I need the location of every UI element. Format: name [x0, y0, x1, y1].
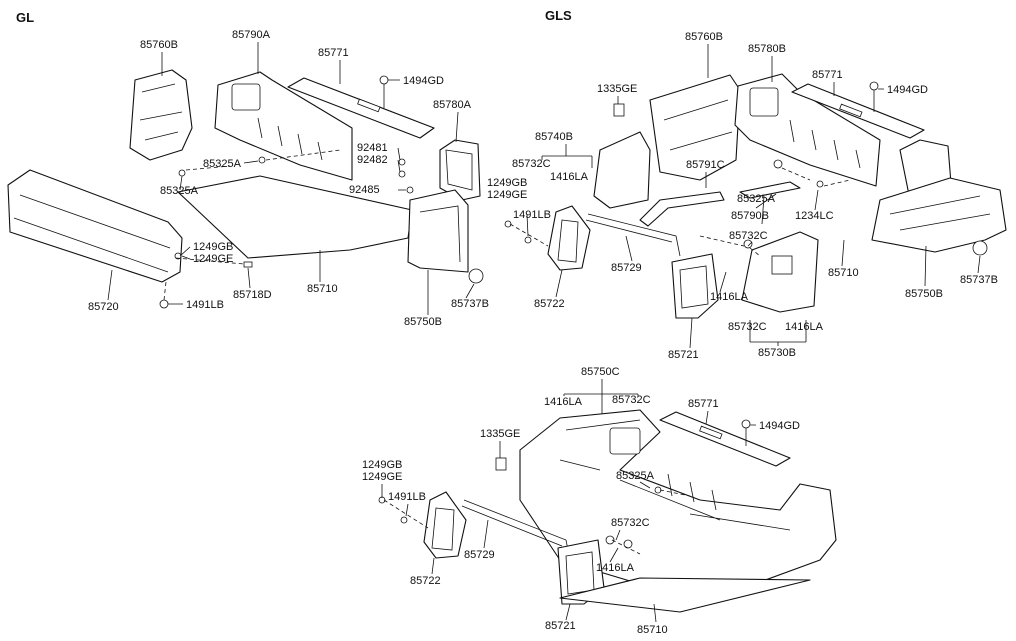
gls-bottom-label: 85750C [581, 366, 620, 378]
gl-label: 85325A [203, 158, 242, 170]
gls-top-label: 85737B [960, 274, 998, 286]
gl-label: 85737B [451, 298, 489, 310]
gl-rear-side-panel-shape [407, 189, 469, 273]
gls-bottom-label: 85732C [612, 394, 651, 406]
gls-bottom-label: 85729 [464, 549, 495, 561]
gl-floor-mat-shape [177, 175, 413, 259]
gl-label: 1494GD [403, 75, 444, 87]
gls-top-illustration: 85760B 85780B 85771 1494GD 1335GE 85740B… [487, 31, 1007, 361]
gls-top-left-trim-shape [593, 131, 651, 209]
gls-bottom-label: 1416LA [596, 562, 635, 574]
gls-bottom-label: 85732C [611, 517, 650, 529]
gls-bottom-floor-mat-shape [559, 577, 811, 613]
gls-top-label: 85750B [905, 288, 943, 300]
gls-top-label: 1249GE [487, 189, 527, 201]
gl-label: 1249GB [193, 241, 233, 253]
gl-label: 85760B [140, 39, 178, 51]
gls-bottom-label: 85325A [616, 470, 655, 482]
gls-top-label: 85790B [731, 210, 769, 222]
gls-top-front-handle-shape [547, 205, 591, 271]
gl-label: 85718D [233, 289, 272, 301]
gl-label: 92482 [357, 154, 388, 166]
gl-label: 85710 [307, 283, 338, 295]
gls-bottom-label: 85722 [410, 575, 441, 587]
gls-top-bracket-shape [739, 181, 801, 199]
gl-label: 92481 [357, 142, 388, 154]
gls-bottom-label: 1335GE [480, 428, 520, 440]
gls-top-rear-handle-shape [671, 253, 719, 319]
gls-bottom-front-handle-shape [423, 491, 467, 559]
gls-bottom-label: 1249GE [362, 471, 402, 483]
gls-top-label: 1335GE [597, 83, 637, 95]
gl-label: 85790A [232, 29, 271, 41]
gls-top-label: 1491LB [513, 209, 551, 221]
gl-corner-trim-shape [129, 69, 193, 161]
gls-bottom-label: 1249GB [362, 459, 402, 471]
gls-top-label: 1416LA [785, 321, 824, 333]
gls-top-corner-trim-shape [649, 74, 741, 181]
gls-bottom-label: 1416LA [544, 396, 583, 408]
gls-top-cable-shape [639, 191, 725, 227]
gls-section-title: GLS [545, 8, 572, 23]
gl-label: 85780A [433, 99, 472, 111]
gl-label: 85750B [404, 316, 442, 328]
gls-top-label: 85771 [812, 69, 843, 81]
gl-label: 85720 [88, 301, 119, 313]
gls-bottom-label: 85771 [688, 398, 719, 410]
gls-top-label: 85780B [748, 43, 786, 55]
gl-back-panel-shape [439, 139, 481, 201]
gls-bottom-label: 85710 [637, 624, 668, 636]
gls-bottom-label: 85721 [545, 620, 576, 632]
gl-label: 85771 [318, 47, 349, 59]
gl-sill-plate-shape [287, 77, 435, 139]
gl-section-title: GL [16, 10, 34, 25]
gls-top-label: 85732C [512, 158, 551, 170]
gl-label: 85325A [160, 185, 199, 197]
gls-top-label: 1234LC [795, 210, 834, 222]
gl-label: 1249GE [193, 253, 233, 265]
gls-top-label: 1249GB [487, 177, 527, 189]
gls-top-label: 85325A [737, 193, 776, 205]
gls-top-rear-side-panel-shape [871, 177, 1007, 253]
gls-top-label: 85710 [828, 267, 859, 279]
gls-top-label: 85732C [729, 230, 768, 242]
gl-trunk-board-shape [7, 169, 183, 283]
gls-bottom-label: 1491LB [388, 491, 426, 503]
gls-top-label: 85760B [685, 31, 723, 43]
gls-bottom-illustration: 85750C 1416LA 85732C 85771 1494GD 1335GE… [362, 366, 837, 636]
gls-top-label: 1416LA [550, 171, 589, 183]
gls-top-label: 85730B [758, 347, 796, 359]
gl-illustration: 85760B 85790A 85771 1494GD 85780A 85325A… [7, 29, 489, 328]
gls-top-label: 1494GD [887, 84, 928, 96]
gls-top-label: 85729 [611, 262, 642, 274]
gls-top-label: 85722 [534, 298, 565, 310]
gls-top-label: 85732C [728, 321, 767, 333]
gls-top-label: 85740B [535, 131, 573, 143]
gls-bottom-label: 1494GD [759, 420, 800, 432]
gls-top-label: 85721 [668, 349, 699, 361]
gls-top-label: 1416LA [710, 291, 749, 303]
gl-label: 1491LB [186, 299, 224, 311]
gls-bottom-sill-plate-shape [659, 411, 791, 467]
gls-top-label: 85791C [686, 159, 725, 171]
gl-label: 92485 [349, 184, 380, 196]
